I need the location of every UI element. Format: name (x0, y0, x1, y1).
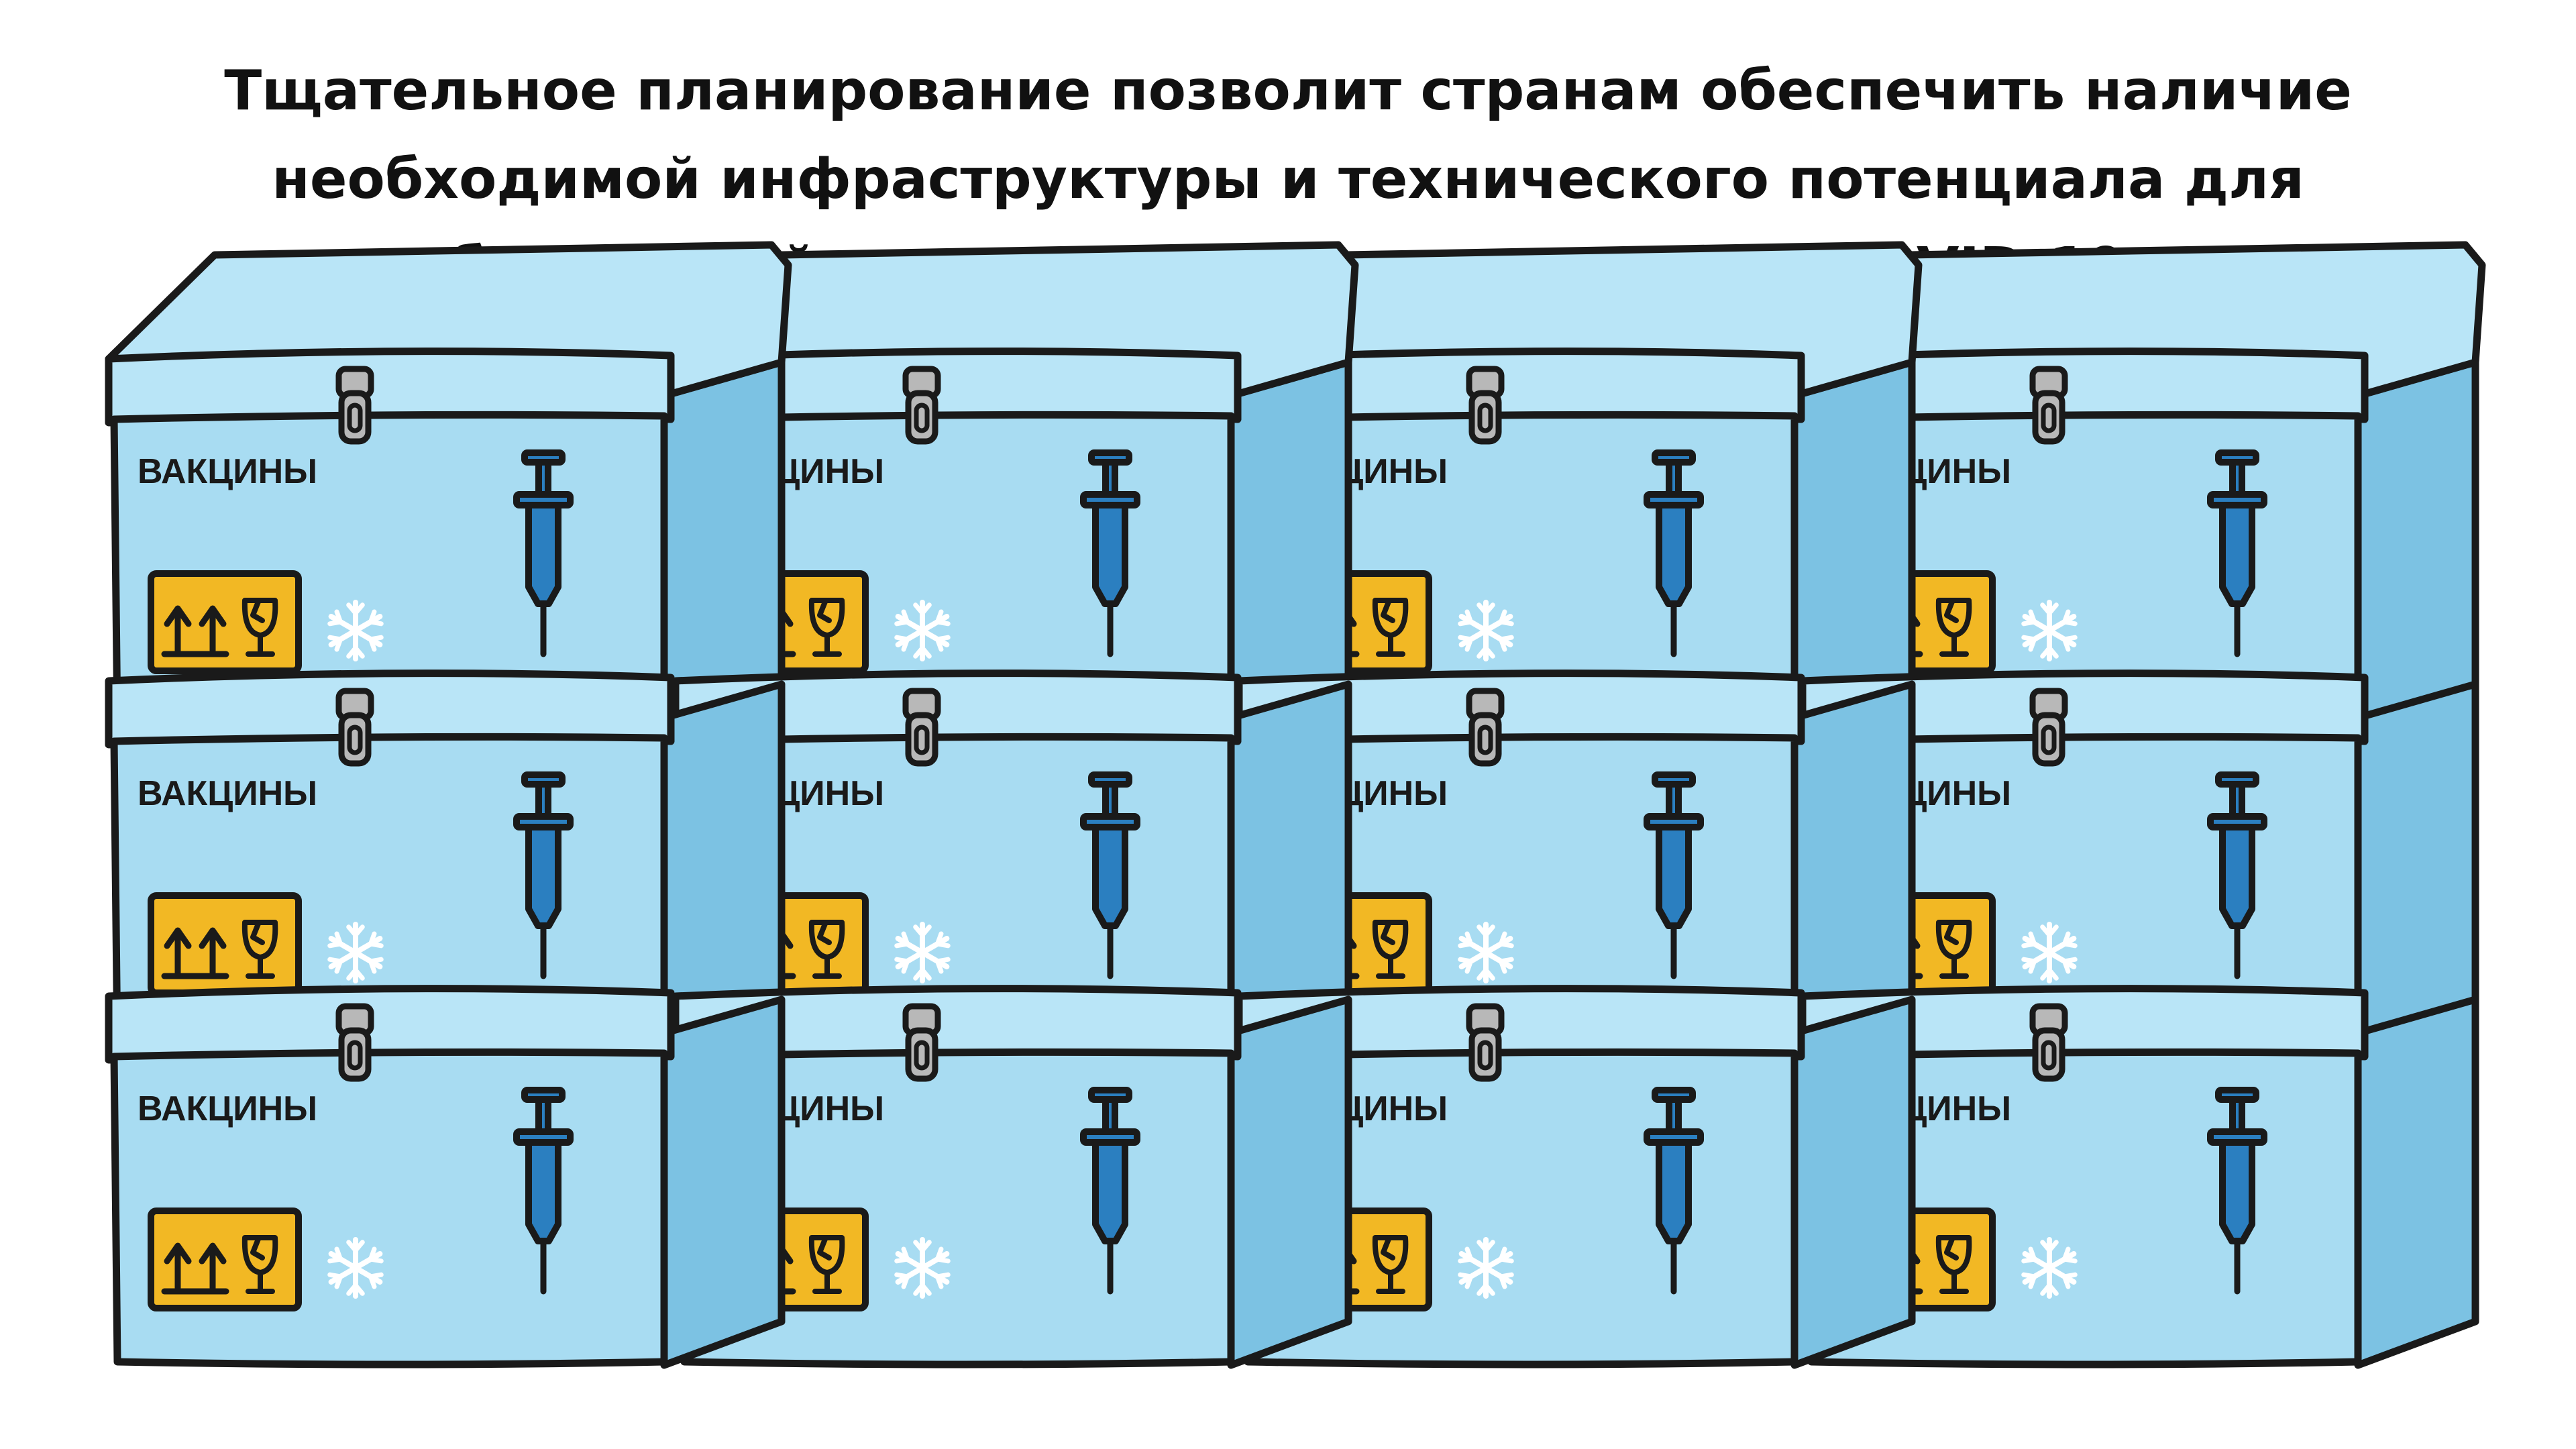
box-side-face (2354, 680, 2479, 1054)
box-side-face (2354, 358, 2479, 732)
snowflake-icon (894, 922, 951, 983)
latch-icon (902, 366, 941, 445)
box-label-text: ВАКЦИНЫ (138, 1089, 317, 1128)
syringe-icon (1080, 449, 1140, 657)
snowflake-icon (327, 922, 384, 983)
syringe-icon (513, 449, 574, 657)
syringe-icon (513, 771, 574, 979)
snowflake-icon (1458, 600, 1514, 661)
box-side-face (660, 996, 786, 1369)
snowflake-icon (1458, 1237, 1514, 1299)
snowflake-icon (327, 1237, 384, 1299)
syringe-icon (2207, 771, 2267, 979)
syringe-icon (1080, 771, 1140, 979)
box-side-face (1790, 996, 1916, 1369)
latch-icon (2029, 1003, 2068, 1082)
latch-icon (2029, 688, 2068, 767)
fragile-handling-label-icon (148, 570, 302, 674)
syringe-icon (1644, 449, 1704, 657)
syringe-icon (513, 1087, 574, 1295)
box-label-text: ВАКЦИНЫ (138, 452, 317, 491)
vaccine-box: ВАКЦИНЫ (105, 241, 792, 732)
syringe-icon (2207, 449, 2267, 657)
latch-icon (902, 688, 941, 767)
box-side-face (1227, 358, 1352, 732)
box-side-face (2354, 996, 2479, 1369)
box-side-face (1227, 996, 1352, 1369)
latch-icon (2029, 366, 2068, 445)
syringe-icon (1644, 1087, 1704, 1295)
fragile-handling-label-icon (148, 1208, 302, 1311)
snowflake-icon (327, 600, 384, 661)
latch-icon (902, 1003, 941, 1082)
vaccine-box: ВАКЦИНЫ (672, 669, 1352, 1054)
title-line-1: Тщательное планирование позволит странам… (224, 59, 2352, 123)
vaccine-box: ВАКЦИНЫ (672, 241, 1359, 732)
snowflake-icon (2021, 600, 2078, 661)
latch-icon (1466, 688, 1505, 767)
vaccine-box: ВАКЦИНЫ (1799, 985, 2479, 1369)
snowflake-icon (894, 600, 951, 661)
box-side-face (660, 358, 786, 732)
snowflake-icon (1458, 922, 1514, 983)
vaccine-box: ВАКЦИНЫ (105, 669, 786, 1054)
vaccine-box: ВАКЦИНЫ (105, 985, 786, 1369)
latch-icon (335, 1003, 374, 1082)
snowflake-icon (2021, 922, 2078, 983)
latch-icon (335, 688, 374, 767)
box-side-face (1790, 358, 1916, 732)
box-label-text: ВАКЦИНЫ (138, 774, 317, 813)
latch-icon (335, 366, 374, 445)
syringe-icon (1644, 771, 1704, 979)
snowflake-icon (894, 1237, 951, 1299)
latch-icon (1466, 1003, 1505, 1082)
syringe-icon (1080, 1087, 1140, 1295)
syringe-icon (2207, 1087, 2267, 1295)
title-line-2: необходимой инфраструктуры и техническог… (272, 148, 2304, 211)
fragile-handling-label-icon (148, 892, 302, 996)
snowflake-icon (2021, 1237, 2078, 1299)
latch-icon (1466, 366, 1505, 445)
